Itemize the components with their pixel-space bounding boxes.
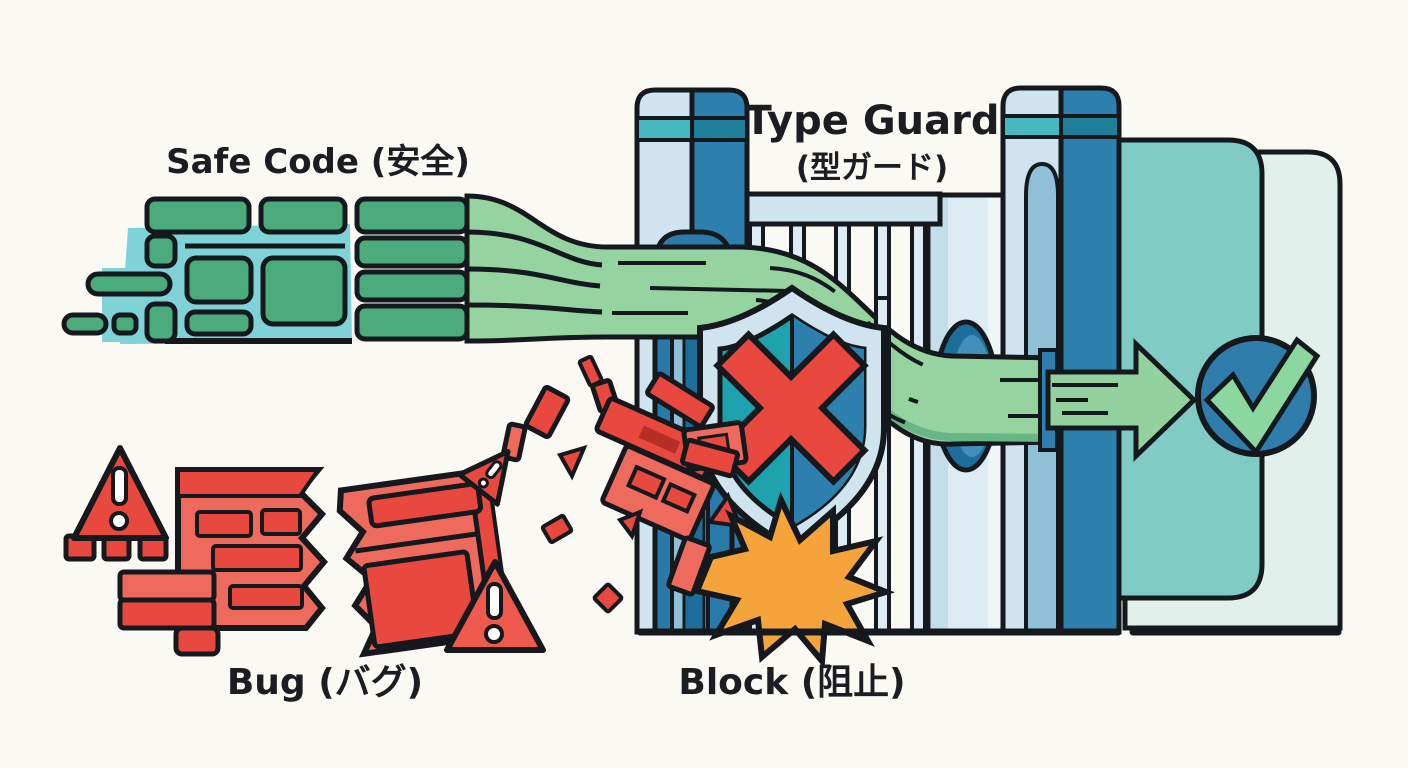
checkmark-icon (1195, 335, 1321, 457)
bug-panel-right (336, 468, 511, 658)
bug-label: Bug (バグ) (227, 662, 423, 703)
safe-code-blocks (61, 196, 470, 344)
arrow-right-icon (1045, 338, 1198, 462)
code-block (354, 196, 470, 235)
code-block (260, 255, 348, 327)
shield-icon (697, 284, 887, 552)
code-block (144, 196, 252, 235)
bug-fragments (500, 354, 749, 614)
code-block (85, 271, 173, 297)
right-pillar (1000, 85, 1122, 635)
type-guard-label-ja: (型ガード) (796, 150, 948, 186)
code-block (144, 233, 178, 269)
block-label: Block (阻止) (678, 662, 905, 703)
type-guard-label-en: Type Guard (745, 98, 1000, 144)
code-block (184, 309, 254, 337)
code-block (354, 303, 470, 342)
code-block (258, 196, 348, 235)
bug-panel-left (175, 467, 328, 631)
code-block (184, 255, 254, 305)
teal-panel (1115, 137, 1265, 601)
code-block (354, 269, 470, 303)
x-mark-icon (713, 330, 869, 486)
code-block (354, 235, 470, 269)
warning-icon (71, 445, 169, 541)
warning-icon (444, 559, 546, 653)
safe-code-label: Safe Code (安全) (166, 142, 470, 182)
code-block (111, 312, 139, 336)
burst-icon (692, 491, 895, 669)
code-block (144, 301, 178, 344)
code-block (61, 312, 109, 336)
warning-icon (457, 449, 511, 507)
bug-blocks (63, 533, 221, 657)
